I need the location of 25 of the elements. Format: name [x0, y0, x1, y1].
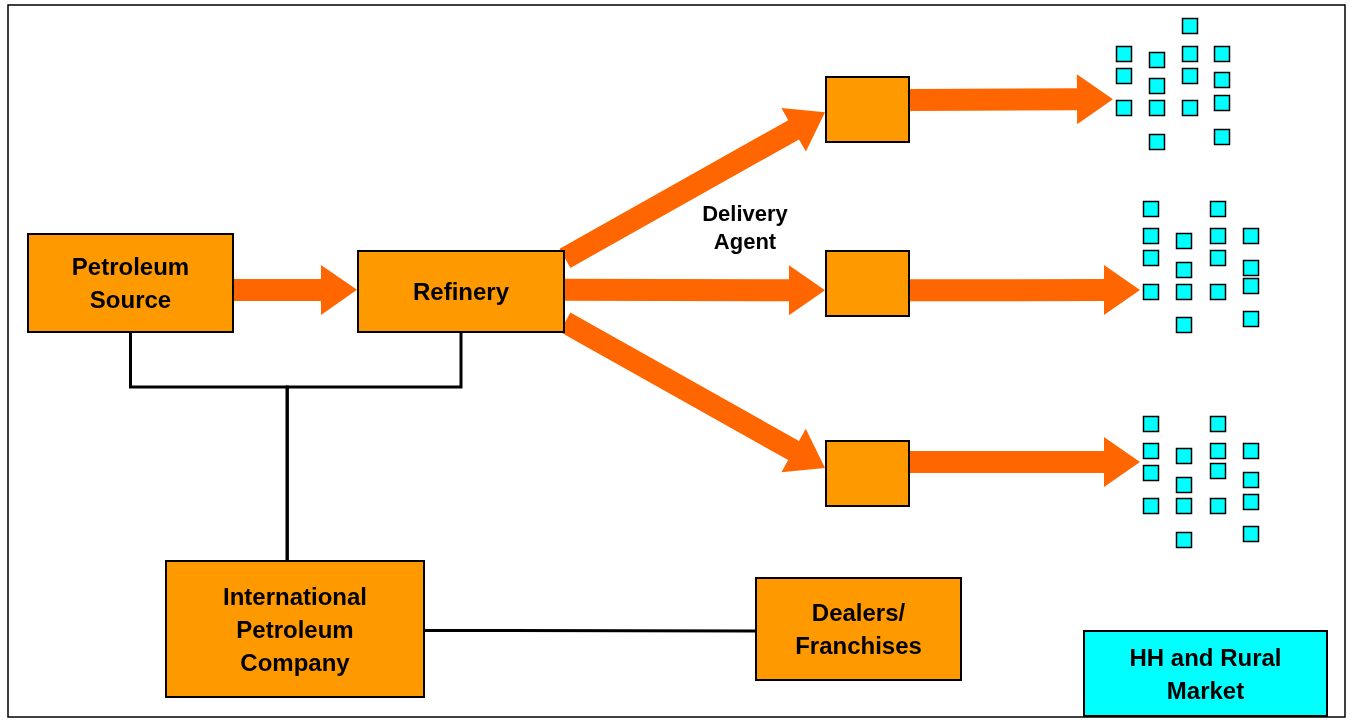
- node-label: Refinery: [412, 277, 509, 307]
- process-box: [357, 250, 565, 333]
- node-label: Petroleum Source: [70, 252, 191, 315]
- node-label: Dealers/ Franchises: [794, 598, 923, 661]
- process-box: [825, 76, 910, 143]
- process-box: [825, 440, 910, 507]
- squares-drawing: [1140, 198, 1260, 336]
- block-arrow: [910, 437, 1140, 487]
- squares-drawing: [1140, 413, 1260, 551]
- process-box: [825, 250, 910, 317]
- block-arrow: [565, 265, 825, 316]
- squares-drawing: [1113, 15, 1233, 153]
- block-arrow: [234, 264, 357, 315]
- process-box: [165, 560, 425, 698]
- process-box: [27, 233, 234, 333]
- connector-line: [425, 628, 755, 633]
- connector-line: [285, 333, 463, 560]
- block-arrow: [909, 74, 1113, 125]
- block-arrow: [559, 108, 825, 268]
- node-label: International Petroleum Company: [222, 581, 368, 678]
- process-box: [755, 577, 962, 681]
- block-arrow: [910, 265, 1140, 316]
- process-box: [1083, 630, 1328, 717]
- node-label: HH and Rural Market: [1128, 642, 1283, 706]
- text-label: Delivery Agent: [701, 200, 789, 256]
